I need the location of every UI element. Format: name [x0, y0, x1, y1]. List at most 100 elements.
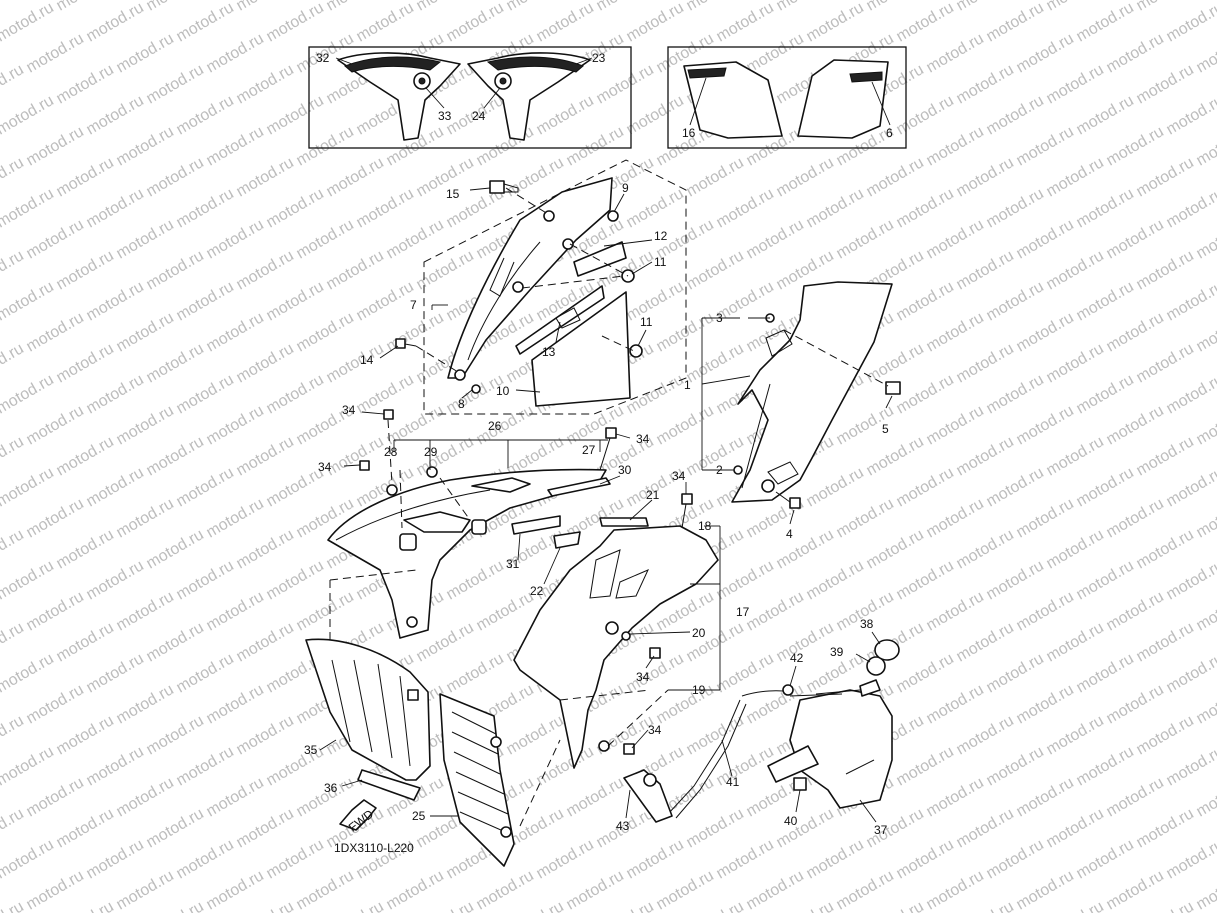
watermark-text: motod.ru — [114, 588, 177, 634]
watermark-text: motod.ru — [1044, 247, 1107, 293]
watermark-text: motod.ru — [954, 526, 1017, 572]
watermark-text: motod.ru — [0, 712, 27, 758]
watermark-text: motod.ru — [264, 185, 327, 231]
callout-14: 14 — [360, 353, 374, 367]
watermark-text: motod.ru — [534, 92, 597, 138]
watermark-text: motod.ru — [84, 557, 147, 603]
watermark-text: motod.ru — [144, 340, 207, 386]
watermark-text: motod.ru — [1014, 402, 1077, 448]
watermark-text: motod.ru — [954, 61, 1017, 107]
callout-38: 38 — [860, 617, 874, 631]
callout-22: 22 — [530, 584, 544, 598]
watermark-text: motod.ru — [204, 774, 267, 820]
watermark-text: motod.ru — [744, 30, 807, 76]
watermark-text: motod.ru — [1074, 371, 1137, 417]
watermark-text: motod.ru — [294, 309, 357, 355]
callout-33: 33 — [438, 109, 452, 123]
callout-2: 2 — [716, 463, 723, 477]
watermark-text: motod.ru — [0, 433, 27, 479]
watermark-text: motod.ru — [1194, 588, 1217, 634]
watermark-text: motod.ru — [954, 898, 1017, 913]
watermark-text: motod.ru — [114, 216, 177, 262]
watermark-text: motod.ru — [744, 216, 807, 262]
watermark-text: motod.ru — [1134, 712, 1197, 758]
radiator-shroud-17 — [513, 493, 721, 827]
callout-26: 26 — [488, 419, 502, 433]
watermark-text: motod.ru — [594, 898, 657, 913]
bolt-5 — [885, 381, 901, 395]
watermark-text: motod.ru — [24, 402, 87, 448]
watermark-text: motod.ru — [204, 216, 267, 262]
callout-42: 42 — [790, 651, 804, 665]
watermark-text: motod.ru — [1104, 495, 1167, 541]
watermark-text: motod.ru — [1194, 867, 1217, 913]
watermark-text: motod.ru — [954, 619, 1017, 665]
callout-35: 35 — [304, 743, 318, 757]
watermark-text: motod.ru — [1014, 495, 1077, 541]
watermark-text: motod.ru — [1104, 216, 1167, 262]
callout-3: 3 — [716, 311, 723, 325]
watermark-text: motod.ru — [54, 805, 117, 851]
watermark-text: motod.ru — [684, 247, 747, 293]
watermark-text: motod.ru — [84, 185, 147, 231]
watermark-text: motod.ru — [234, 898, 297, 913]
watermark-text: motod.ru — [204, 681, 267, 727]
watermark-text: motod.ru — [894, 92, 957, 138]
callout-15: 15 — [446, 187, 460, 201]
watermark-text: motod.ru — [0, 340, 27, 386]
watermark-text: motod.ru — [1044, 0, 1107, 14]
watermark-text: motod.ru — [624, 0, 687, 45]
watermark-text: motod.ru — [564, 123, 627, 169]
watermark-text: motod.ru — [714, 743, 777, 789]
watermark-text: motod.ru — [1044, 898, 1107, 913]
watermark-text: motod.ru — [894, 743, 957, 789]
watermark-text: motod.ru — [954, 154, 1017, 200]
watermark-text: motod.ru — [0, 805, 27, 851]
watermark-text: motod.ru — [324, 154, 387, 200]
callout-6: 6 — [886, 126, 893, 140]
watermark-text: motod.ru — [1134, 805, 1197, 851]
callout-19: 19 — [692, 683, 706, 697]
watermark-text: motod.ru — [0, 619, 27, 665]
watermark-text: motod.ru — [714, 650, 777, 696]
watermark-text: motod.ru — [54, 898, 117, 913]
watermark-text: motod.ru — [1074, 278, 1137, 324]
watermark-text: motod.ru — [864, 526, 927, 572]
watermark-text: motod.ru — [114, 681, 177, 727]
watermark-text: motod.ru — [1104, 774, 1167, 820]
watermark-text: motod.ru — [684, 898, 747, 913]
watermark-text: motod.ru — [324, 247, 387, 293]
watermark-text: motod.ru — [54, 712, 117, 758]
callout-28: 28 — [384, 445, 398, 459]
callout-18: 18 — [698, 519, 712, 533]
watermark-text: motod.ru — [414, 0, 477, 14]
watermark-text: motod.ru — [1134, 898, 1197, 913]
callout-41: 41 — [726, 775, 740, 789]
watermark-text: motod.ru — [54, 619, 117, 665]
watermark-text: motod.ru — [54, 0, 117, 14]
watermark-text: motod.ru — [414, 898, 477, 913]
watermark-text: motod.ru — [0, 154, 27, 200]
watermark-text: motod.ru — [714, 836, 777, 882]
watermark-text: motod.ru — [534, 743, 597, 789]
watermark-text: motod.ru — [444, 0, 507, 45]
watermark-text: motod.ru — [1134, 433, 1197, 479]
watermark-text: motod.ru — [504, 0, 567, 14]
bolt-4 — [775, 491, 801, 509]
watermark-text: motod.ru — [144, 433, 207, 479]
watermark-text: motod.ru — [714, 557, 777, 603]
watermark-text: motod.ru — [1194, 30, 1217, 76]
watermark-text: motod.ru — [0, 92, 57, 138]
watermark-text: motod.ru — [24, 216, 87, 262]
watermark-text: motod.ru — [54, 247, 117, 293]
watermark-text: motod.ru — [24, 495, 87, 541]
watermark-text: motod.ru — [954, 712, 1017, 758]
watermark-text: motod.ru — [654, 309, 717, 355]
watermark-text: motod.ru — [774, 0, 837, 14]
watermark-text: motod.ru — [174, 371, 237, 417]
watermark-text: motod.ru — [774, 619, 837, 665]
watermark-text: motod.ru — [774, 154, 837, 200]
watermark-text: motod.ru — [234, 0, 297, 14]
watermark-text: motod.ru — [924, 123, 987, 169]
